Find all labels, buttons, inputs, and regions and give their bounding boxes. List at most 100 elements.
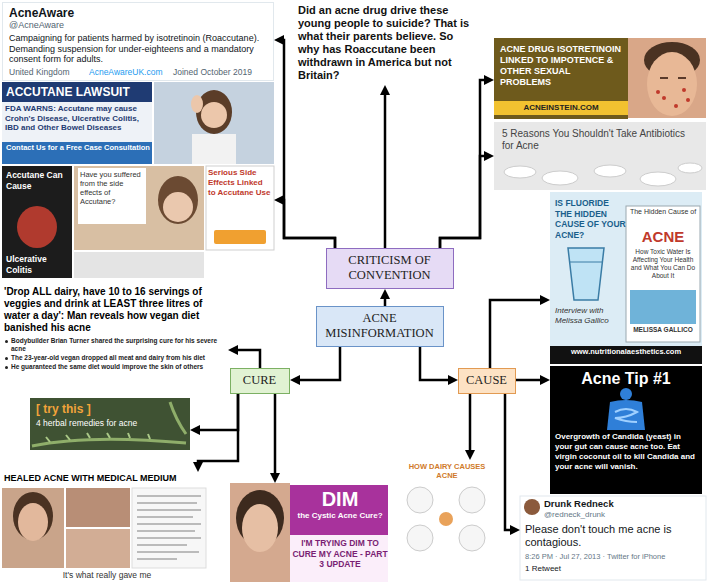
body-text: @redneck_drunk <box>544 510 694 520</box>
head <box>620 388 632 400</box>
arrow-connector <box>440 156 489 248</box>
banner-band <box>2 82 152 102</box>
acne-tip-art <box>550 366 702 494</box>
pill <box>678 163 702 173</box>
photo <box>154 82 274 164</box>
category-box: CURE <box>230 368 290 394</box>
photo <box>230 483 290 582</box>
text-lines <box>137 496 201 559</box>
heading-text: HEALED ACNE WITH MEDICAL MEDIUM <box>4 472 204 484</box>
spot <box>662 96 666 100</box>
body-text: Accutane Can Cause <box>6 170 70 191</box>
ad-button <box>214 230 266 244</box>
arrow-connector <box>279 200 335 248</box>
card <box>520 496 706 580</box>
pill <box>542 171 578 185</box>
tweet-card <box>520 496 706 580</box>
hair <box>13 492 53 540</box>
card <box>550 366 702 494</box>
body-text: Contact Us for a Free Case Consultation <box>5 143 151 152</box>
profile-card: AcneAware@AcneAwareCampaigning for patie… <box>2 2 274 81</box>
body-text: 4 herbal remedies for acne <box>36 418 166 428</box>
title-panel <box>290 485 388 535</box>
body-text: Ulcerative Colitis <box>6 254 70 275</box>
photo-strip <box>74 252 204 278</box>
photo <box>30 398 190 450</box>
body-text: Interview with Melissa Gallico <box>555 306 627 326</box>
heading-text: CRITICISM OF CONVENTION <box>329 253 450 283</box>
water-glass <box>568 248 604 300</box>
dairy-infographic <box>407 487 485 551</box>
pill <box>504 166 536 178</box>
spot <box>686 98 690 102</box>
body-text: Have you suffered from the side effects … <box>80 170 144 206</box>
body-text: How Toxic Water Is Affecting Your Health… <box>628 248 698 280</box>
face <box>163 192 193 222</box>
pill <box>594 165 626 177</box>
heading-text: Drunk Redneck <box>544 498 694 510</box>
eyes <box>660 77 686 79</box>
heading-text: IS FLUORIDE THE HIDDEN CAUSE OF YOUR ACN… <box>555 198 627 240</box>
face <box>647 52 697 116</box>
category-box: CRITICISM OF CONVENTION <box>326 248 454 289</box>
spot <box>674 104 678 108</box>
photo <box>74 166 204 250</box>
arrow-connector <box>198 394 238 467</box>
arrow-connector <box>505 394 515 530</box>
body-text: United Kingdom <box>9 67 87 78</box>
body-text: Campaigning for patients harmed by isotr… <box>9 33 269 65</box>
dark-panel <box>2 166 72 278</box>
herb-image: [ try this ] 4 herbal remedies for acne <box>30 398 190 450</box>
body-text: Bodybuilder Brian Turner shared the surp… <box>4 337 226 353</box>
arrow-connector <box>384 294 387 306</box>
tweet: Drunk Redneck@redneck_drunkPlease don't … <box>520 496 706 580</box>
photo <box>66 488 130 527</box>
body-text: www.nutritionalaesthetics.com <box>550 347 702 357</box>
face <box>201 102 227 128</box>
footer-strip <box>550 346 702 364</box>
heading-text: Did an acne drug drive these young peopl… <box>298 4 470 82</box>
body-text: The Hidden Cause of <box>628 208 698 217</box>
gut <box>615 409 637 422</box>
spot <box>682 88 686 92</box>
info-bubble <box>407 525 433 551</box>
hair <box>158 176 198 224</box>
body-text: I'M TRYING DIM TO CURE MY ACNE - PART 3 … <box>292 538 388 570</box>
info-bubble <box>407 487 433 513</box>
tip-card: Acne Tip #1 Overgrowth of Candida (yeast)… <box>550 366 702 494</box>
photo <box>66 529 130 568</box>
info-bubble <box>459 487 485 513</box>
arrow-connector <box>274 394 277 478</box>
article-image: 5 Reasons You Shouldn't Take Antibiotics… <box>494 122 706 190</box>
water-level <box>570 262 602 263</box>
body-text: Overgrowth of Candida (yeast) in your gu… <box>555 432 697 472</box>
social-post: HEALED ACNE WITH MEDICAL MEDIUMIt's what… <box>2 472 206 584</box>
heading-text: CAUSE <box>460 373 513 388</box>
body-text: FDA WARNS: Accutane may cause Crohn's Di… <box>5 104 151 133</box>
lawsuit-collage: ACCUTANE LAWSUITFDA WARNS: Accutane may … <box>2 82 274 279</box>
body-text: @AcneAware <box>9 20 209 31</box>
arrow-connector <box>384 90 387 248</box>
dim-art <box>230 483 388 582</box>
book-cover <box>626 206 700 342</box>
sprig <box>170 402 186 434</box>
arrow-connector <box>295 347 340 380</box>
card <box>550 192 702 364</box>
heading-text: [ try this ] <box>36 402 156 416</box>
text-patch <box>78 168 146 224</box>
arrow-connector <box>420 347 453 380</box>
body-text: 8:26 PM · Jul 27, 2013 · Twitter for iPh… <box>525 552 703 562</box>
heading-text: 5 Reasons You Shouldn't Take Antibiotics… <box>502 128 698 152</box>
bowel-figure <box>17 206 57 248</box>
heading-text: Acne Tip #1 <box>554 369 698 388</box>
heading-text: 'Drop ALL dairy, have 10 to 16 servings … <box>4 286 226 334</box>
warning-panel <box>2 102 152 142</box>
arrow-connector <box>469 394 472 455</box>
lawsuit-collage-art <box>2 82 274 278</box>
ad-panel <box>206 166 274 250</box>
heading-text: CURE <box>232 373 287 388</box>
body-text: AcneAwareUK.com <box>89 67 169 78</box>
herbs-photo <box>30 398 190 450</box>
center-dot <box>439 512 453 526</box>
